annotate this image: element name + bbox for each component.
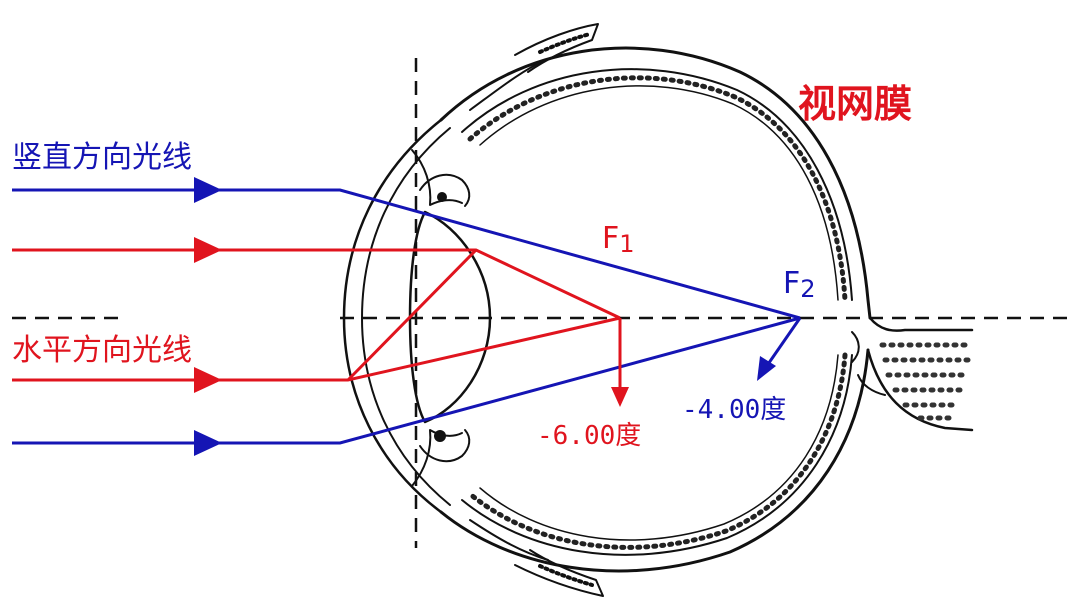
red-ray-top: [12, 248, 621, 320]
vertical-ray-arrowheads: [194, 177, 776, 456]
muscle-bottom: [514, 549, 604, 597]
lens: [408, 210, 492, 424]
blue-arrowhead-bottom: [194, 430, 222, 456]
blue-ray-bottom: [12, 316, 801, 445]
optic-disc: [851, 331, 886, 396]
ciliary-lower: [419, 429, 471, 463]
red-arrowhead-bottom: [194, 367, 222, 393]
focal-point-f1-label: F1: [602, 221, 635, 258]
vertical-power-label: -4.00度: [682, 395, 786, 425]
focal-point-f2-label: F2: [783, 266, 816, 303]
eyelid-upper: [469, 59, 546, 111]
iris-upper: [411, 149, 463, 206]
blue-ray-top: [12, 188, 801, 320]
reference-lines: [12, 58, 1075, 548]
horizontal-rays-label: 水平方向光线: [12, 333, 192, 368]
ciliary-dot-upper: [437, 192, 447, 202]
muscle-top-fill: [538, 32, 592, 54]
horizontal-power-label: -6.00度: [537, 421, 641, 451]
optic-nerve-outline: [866, 316, 974, 432]
optic-nerve-texture: [879, 342, 971, 421]
sclera-outline: [439, 46, 872, 573]
red-cross-line: [346, 248, 478, 382]
vertical-rays: [12, 188, 802, 445]
eye-anatomy: [342, 23, 974, 597]
f1-letter: F: [602, 221, 619, 256]
muscle-bottom-fill: [538, 564, 594, 587]
sclera-inner: [461, 68, 853, 556]
red-arrowhead-top: [194, 237, 222, 263]
retina-label: 视网膜: [798, 82, 912, 126]
vertical-rays-label: 竖直方向光线: [12, 140, 192, 175]
blue-power-arrowhead: [757, 356, 776, 381]
horizontal-rays: [12, 248, 622, 392]
ciliary-upper: [419, 173, 471, 207]
red-power-arrowhead: [611, 387, 629, 407]
eyelid-lower: [469, 519, 549, 561]
retina-layer: [479, 85, 839, 541]
ciliary-dot-lower: [434, 430, 446, 442]
iris-lower: [411, 429, 463, 487]
blue-power-arrow-shaft: [762, 317, 802, 371]
blue-arrowhead-top: [194, 177, 222, 203]
retina-texture: [467, 75, 848, 550]
muscle-top: [514, 23, 599, 73]
f1-subscript: 1: [619, 230, 634, 258]
cornea-inner: [361, 127, 451, 506]
f2-letter: F: [783, 266, 800, 301]
f2-subscript: 2: [800, 275, 815, 303]
horizontal-ray-arrowheads: [194, 237, 629, 407]
